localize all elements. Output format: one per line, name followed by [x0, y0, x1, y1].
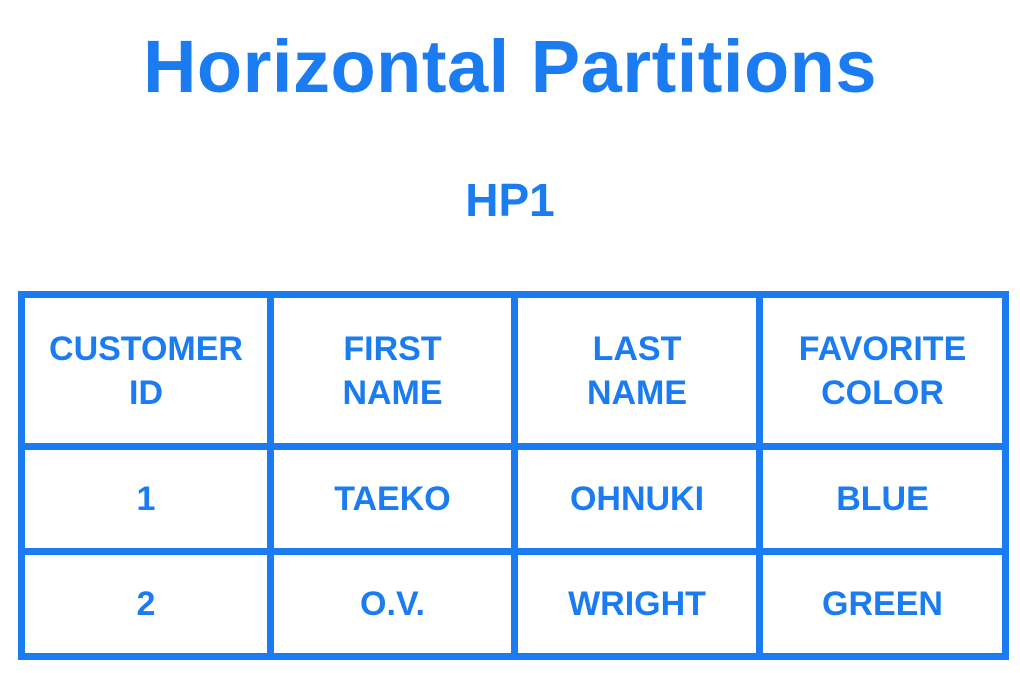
cell-last-name: OHNUKI — [511, 443, 763, 555]
cell-favorite-color: BLUE — [756, 443, 1009, 555]
column-header-line: COLOR — [821, 373, 944, 412]
cell-favorite-color: GREEN — [756, 548, 1009, 660]
table-row: 2 O.V. WRIGHT GREEN — [18, 548, 1009, 660]
cell-first-name: TAEKO — [267, 443, 518, 555]
partition-label: HP1 — [465, 174, 555, 226]
column-header-favorite-color: FAVORITE COLOR — [756, 291, 1009, 450]
table-row: 1 TAEKO OHNUKI BLUE — [18, 443, 1009, 555]
column-header-line: FAVORITE — [798, 329, 967, 368]
partition-table: CUSTOMER ID FIRST NAME LAST NAME FAVORIT… — [18, 291, 1009, 660]
cell-customer-id: 2 — [18, 548, 274, 660]
column-header-line: LAST — [592, 329, 682, 368]
column-header-line: NAME — [586, 373, 688, 412]
cell-last-name: WRIGHT — [511, 548, 763, 660]
column-header-first-name: FIRST NAME — [267, 291, 518, 450]
column-header-last-name: LAST NAME — [511, 291, 763, 450]
column-header-line: CUSTOMER — [49, 329, 243, 368]
cell-first-name: O.V. — [267, 548, 518, 660]
column-header-line: NAME — [342, 373, 443, 412]
header-row: CUSTOMER ID FIRST NAME LAST NAME FAVORIT… — [18, 291, 1009, 450]
cell-customer-id: 1 — [18, 443, 274, 555]
column-header-line: FIRST — [343, 329, 442, 368]
column-header-line: ID — [129, 373, 163, 412]
page-title: Horizontal Partitions — [142, 25, 878, 108]
column-header-customer-id: CUSTOMER ID — [18, 291, 274, 450]
